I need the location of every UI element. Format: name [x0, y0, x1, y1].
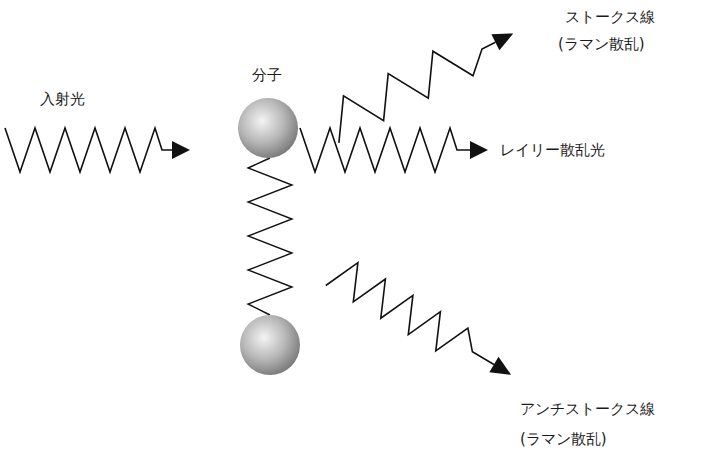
- molecule-label: 分子: [252, 66, 282, 84]
- rayleigh-arrowhead: [470, 141, 488, 159]
- scatter-label: レイリー散乱光: [500, 141, 605, 159]
- light-label: 入射光: [40, 90, 85, 108]
- incident-arrowhead: [172, 141, 190, 159]
- atom-top: [238, 98, 298, 158]
- stokes-arrowhead: [491, 33, 513, 50]
- incident-wave: [5, 128, 172, 172]
- anti-stokes-wave: [326, 263, 494, 365]
- stokes-wave: [339, 42, 496, 143]
- anti-stokes-arrowhead: [489, 357, 511, 375]
- rayleigh-wave: [300, 128, 470, 172]
- line-label: アンチストークス線: [520, 400, 655, 418]
- bond-spring: [248, 158, 292, 315]
- line-label: ストークス線: [565, 8, 655, 26]
- note-label: (ラマン散乱): [558, 35, 645, 53]
- atom-bottom: [240, 315, 300, 375]
- note-label: (ラマン散乱): [520, 430, 607, 448]
